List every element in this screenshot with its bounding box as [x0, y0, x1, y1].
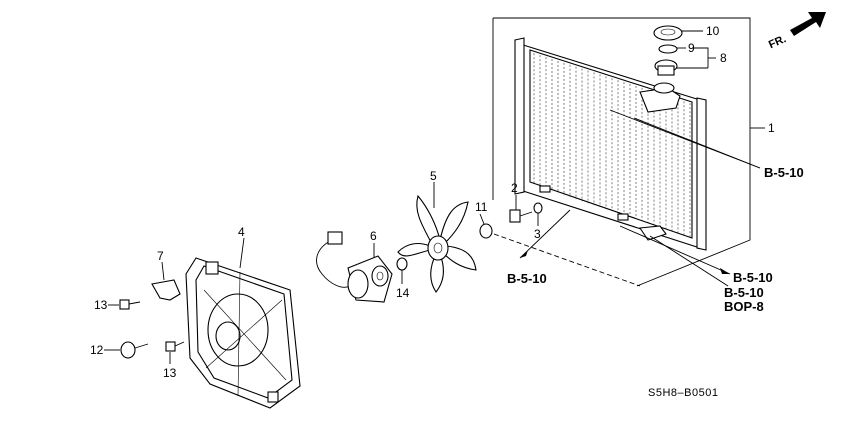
cooling-fan: [397, 182, 477, 293]
callout-13-upper: 13: [94, 298, 108, 312]
radiator: [514, 37, 707, 251]
diagram-code: S5H8–B0501: [648, 387, 718, 399]
fan-washer: [396, 257, 408, 284]
bolt-upper: [108, 299, 141, 310]
leader-lines: [493, 109, 761, 287]
callout-11: 11: [475, 200, 488, 214]
flange-bolt: [104, 341, 149, 359]
callout-2: 2: [511, 181, 518, 195]
callout-9: 9: [688, 41, 695, 55]
callout-3: 3: [534, 227, 541, 241]
callout-8: 8: [720, 51, 727, 65]
callout-1: 1: [768, 121, 775, 135]
cap-seal: [658, 44, 686, 54]
ref-low: B-5-10: [724, 285, 764, 300]
ref-bop: BOP-8: [724, 299, 764, 314]
callout-13-lower: 13: [163, 366, 177, 380]
radiator-assembly-box: [492, 17, 765, 287]
washer: [533, 202, 543, 226]
callout-5: 5: [430, 169, 437, 183]
callout-4: 4: [238, 225, 245, 239]
ref-left: B-5-10: [507, 271, 547, 286]
bolt-lower: [165, 341, 185, 364]
front-direction-label: FR.: [767, 33, 788, 51]
fan-shroud: [185, 237, 301, 409]
fan-motor: [316, 231, 393, 303]
callout-12: 12: [90, 343, 104, 357]
wire-clip: [151, 261, 181, 301]
drain-bolt: [509, 195, 533, 223]
front-direction-arrow: [790, 12, 826, 36]
radiator-cap: [653, 25, 703, 41]
callout-7: 7: [157, 249, 164, 263]
callout-6: 6: [370, 229, 377, 243]
callout-10: 10: [706, 24, 720, 38]
ref-top: B-5-10: [764, 165, 804, 180]
ref-mid: B-5-10: [733, 270, 773, 285]
fan-nut: [479, 213, 493, 239]
filler-neck: [654, 47, 716, 76]
callout-14: 14: [396, 286, 410, 300]
